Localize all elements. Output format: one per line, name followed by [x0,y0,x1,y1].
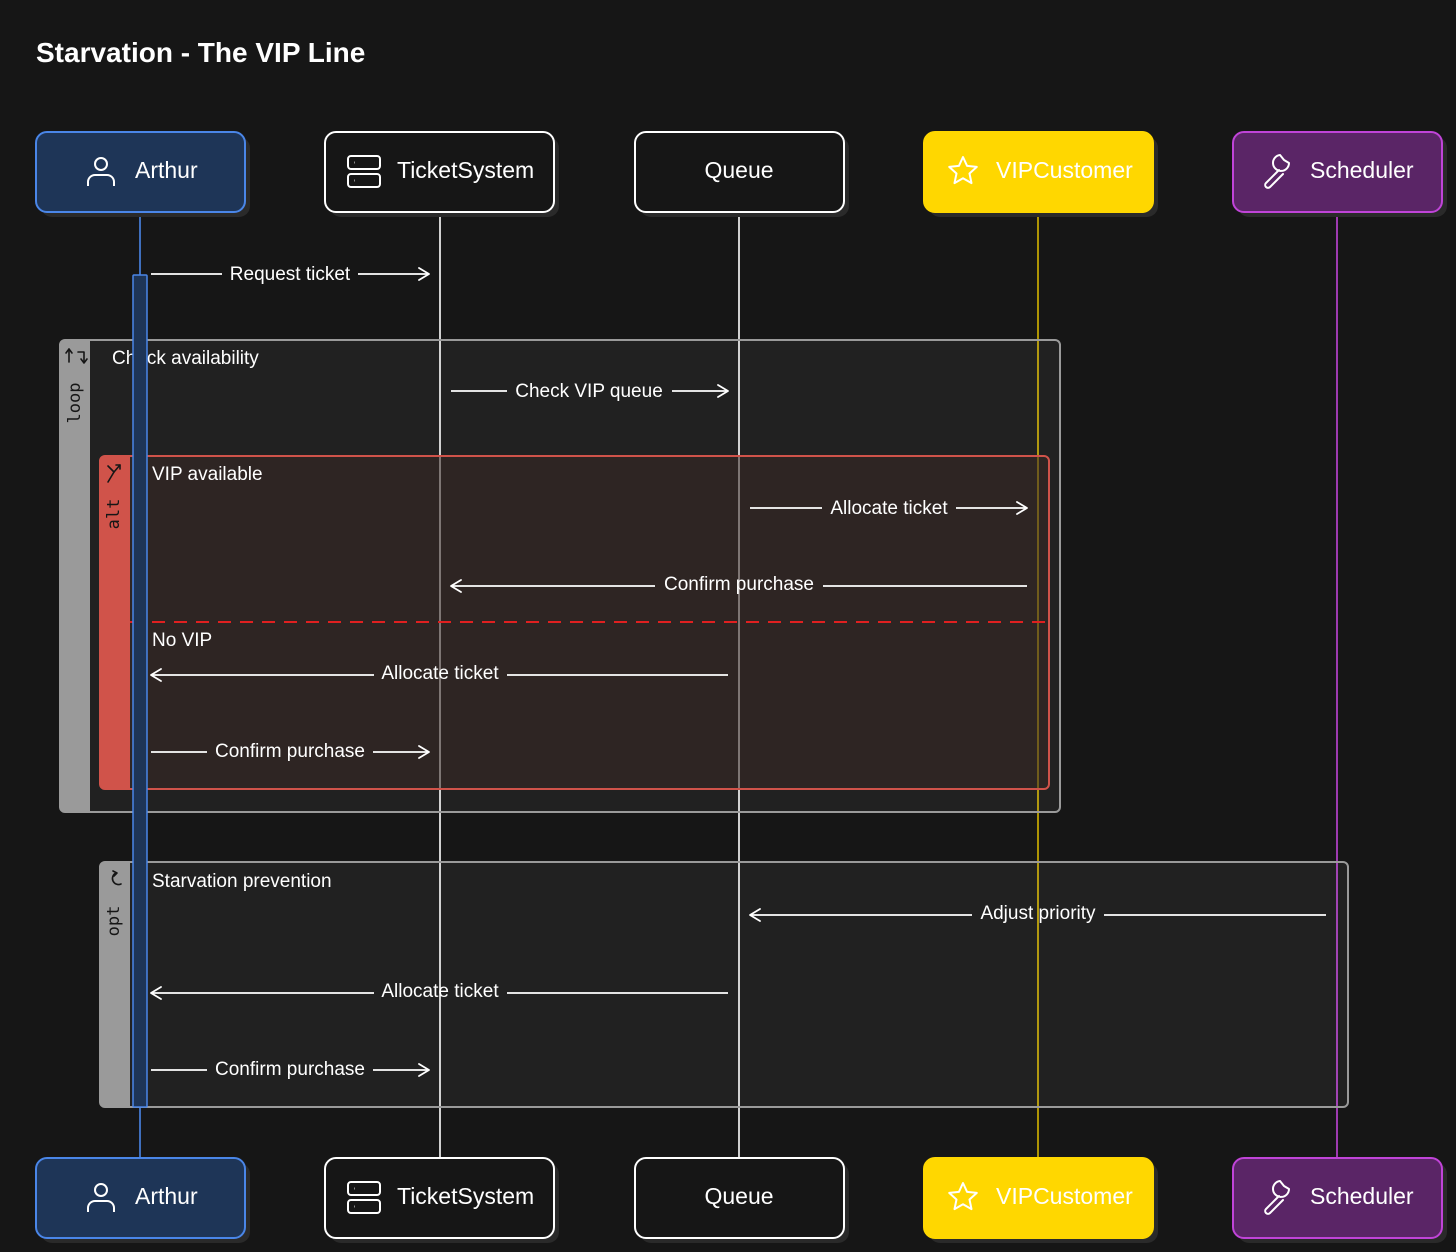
message-request-ticket: Request ticket [151,264,430,285]
star-icon [948,1182,978,1211]
participant-arthur-bottom[interactable]: Arthur [35,1157,250,1243]
participant-label: Queue [704,157,773,183]
message-label: Allocate ticket [381,663,499,684]
message-adjust-priority: Adjust priority [749,903,1326,924]
wrench-icon [1264,1180,1290,1215]
participant-label: Arthur [135,157,198,183]
arthur-activation-bar [132,274,148,1108]
message-allocate-ticket-opt: Allocate ticket [150,981,728,1002]
message-label: Adjust priority [980,903,1096,924]
message-check-vip-queue: Check VIP queue [451,381,729,402]
message-allocate-ticket-arthur: Allocate ticket [150,663,728,684]
branch-icon [107,464,121,483]
message-label: Allocate ticket [830,498,948,519]
loop-condition: Check availability [112,348,259,369]
participant-vipcustomer-bottom[interactable]: VIPCustomer [923,1157,1158,1243]
opt-fragment: opt Starvation prevention [99,861,1349,1108]
participant-label: Scheduler [1310,1183,1414,1209]
alt-condition-2: No VIP [152,630,212,651]
message-label: Allocate ticket [381,981,499,1002]
opt-condition: Starvation prevention [152,871,332,892]
user-icon [87,1183,115,1212]
participant-label: TicketSystem [397,1183,534,1209]
message-confirm-purchase-vip: Confirm purchase [450,574,1027,595]
participant-label: Scheduler [1310,157,1414,183]
redo-icon [111,870,122,886]
alt-fragment: alt VIP available No VIP [99,455,1050,790]
message-label: Confirm purchase [215,741,365,762]
messages: Request ticket Check VIP queue Allocate … [150,264,1326,1080]
message-label: Confirm purchase [215,1059,365,1080]
participants-bottom: Arthur TicketSystem Queue VIPCustomer [35,1157,1447,1243]
participant-ticketsystem[interactable]: TicketSystem [324,131,559,217]
participant-vipcustomer[interactable]: VIPCustomer [923,131,1158,217]
diagram-title: Starvation - The VIP Line [36,37,365,68]
alt-kind-label: alt [104,499,124,530]
participant-queue-bottom[interactable]: Queue [634,1157,849,1243]
loop-icon [65,348,88,364]
participant-label: TicketSystem [397,157,534,183]
server-icon [347,1181,381,1214]
opt-kind-label: opt [104,906,124,937]
message-label: Check VIP queue [515,381,663,402]
participant-ticketsystem-bottom[interactable]: TicketSystem [324,1157,559,1243]
message-confirm-purchase-opt: Confirm purchase [151,1059,430,1080]
participant-label: VIPCustomer [996,157,1133,183]
message-label: Request ticket [230,264,351,285]
wrench-icon [1264,154,1290,189]
participants-top: Arthur TicketSystem Queue VIPCustomer [35,131,1447,217]
participant-arthur[interactable]: Arthur [35,131,250,217]
participant-scheduler-bottom[interactable]: Scheduler [1232,1157,1447,1243]
participant-scheduler[interactable]: Scheduler [1232,131,1447,217]
star-icon [948,156,978,185]
user-icon [87,157,115,186]
alt-condition-1: VIP available [152,464,263,485]
message-allocate-ticket-vip: Allocate ticket [750,498,1028,519]
server-icon [347,155,381,188]
message-label: Confirm purchase [664,574,814,595]
loop-kind-label: loop [65,383,85,424]
participant-label: Arthur [135,1183,198,1209]
participant-label: VIPCustomer [996,1183,1133,1209]
message-confirm-purchase-arthur: Confirm purchase [151,741,430,762]
participant-queue[interactable]: Queue [634,131,849,217]
participant-label: Queue [704,1183,773,1209]
